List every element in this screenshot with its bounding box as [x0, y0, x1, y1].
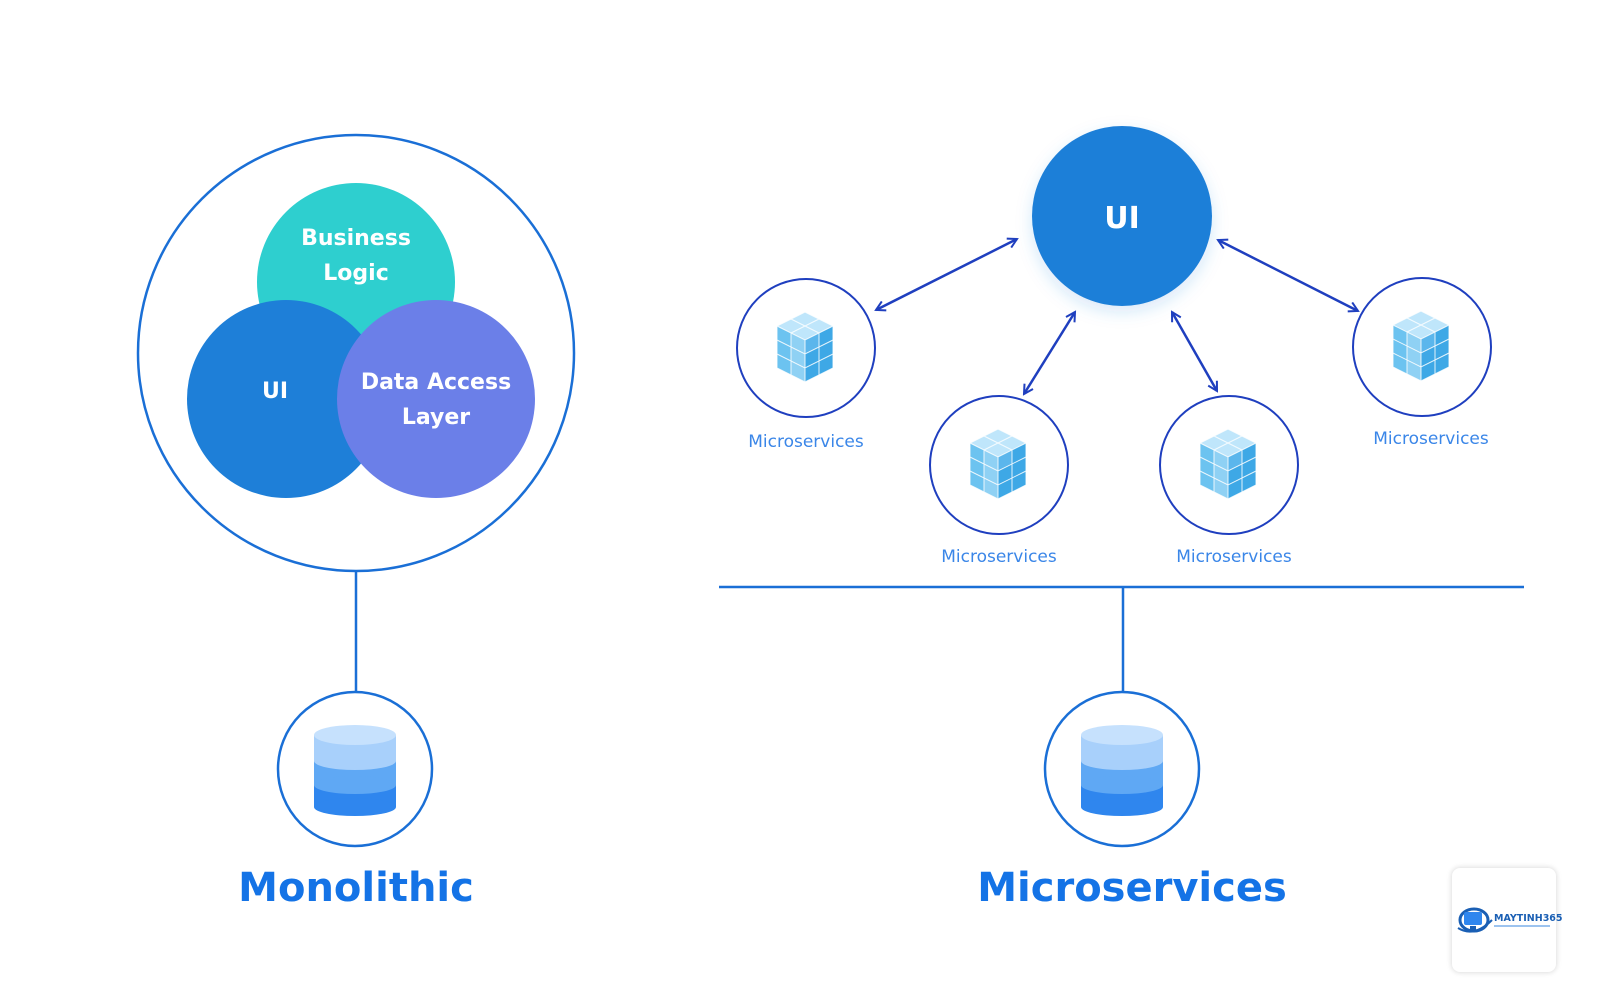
logo-brand-text: MAYTINH365: [1494, 913, 1563, 924]
microservice-node: Microservices: [929, 395, 1069, 567]
microservice-node: Microservices: [1159, 395, 1299, 567]
double-arrow-icon: [876, 239, 1017, 310]
cube-cluster-icon: [1392, 310, 1450, 382]
venn-data-access-layer: Data Access Layer: [337, 300, 535, 498]
microservice-node: Microservices: [736, 278, 876, 452]
database-icon: [1081, 725, 1163, 816]
double-arrow-icon: [1218, 240, 1358, 311]
business-logic-label-line1: Business: [301, 226, 411, 251]
cube-cluster-icon: [969, 428, 1027, 500]
monolithic-title: Monolithic: [238, 865, 474, 911]
microservice-label: Microservices: [1373, 429, 1489, 449]
microservice-label: Microservices: [748, 432, 864, 452]
database-icon: [314, 725, 396, 816]
microservices-title: Microservices: [977, 865, 1287, 911]
monolith-database: [276, 690, 434, 848]
micro-ui-label: UI: [1104, 201, 1140, 236]
double-arrow-icon: [1170, 312, 1219, 391]
watermark-logo: MAYTINH365: [1452, 868, 1563, 972]
micro-database: [1043, 690, 1201, 848]
data-access-label-line1: Data Access: [361, 370, 511, 395]
microservice-label: Microservices: [941, 547, 1057, 567]
microservice-label: Microservices: [1176, 547, 1292, 567]
cube-cluster-icon: [776, 311, 834, 383]
data-access-label-line2: Layer: [402, 405, 470, 430]
micro-ui-node: UI: [1032, 126, 1212, 306]
logo-icon: MAYTINH365: [1457, 907, 1563, 933]
venn-ui: UI: [187, 300, 385, 498]
cube-cluster-icon: [1199, 428, 1257, 500]
microservice-node: Microservices: [1352, 277, 1492, 449]
monolithic-section: Business Logic UI Data Access Layer Mono…: [136, 133, 576, 911]
double-arrow-icon: [1024, 312, 1075, 394]
business-logic-label-line2: Logic: [323, 261, 388, 286]
mono-ui-label: UI: [262, 379, 288, 404]
microservices-section: UI Microservices Microservices Microserv…: [719, 126, 1524, 911]
